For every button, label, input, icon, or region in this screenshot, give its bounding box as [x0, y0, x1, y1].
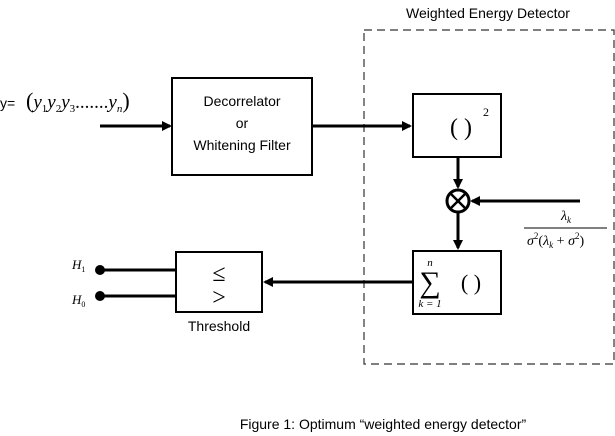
input-subn: n [117, 103, 123, 115]
input-sub3: 3 [70, 103, 76, 115]
input-prefix: y= [0, 95, 15, 111]
decorrelator-line3: Whitening Filter [193, 137, 291, 153]
detector-title: Weighted Energy Detector [406, 5, 570, 21]
detector-dashed-boundary [363, 29, 615, 365]
weight-numerator: λk [560, 209, 572, 225]
input-sub1: 1 [42, 103, 48, 115]
square-parens: ( ) [450, 115, 472, 141]
sum-upper-limit: n [427, 257, 433, 269]
threshold-label: Threshold [188, 318, 250, 334]
weight-denominator: σ2(λk + σ2) [527, 231, 584, 250]
square-block [412, 93, 502, 158]
input-sub2: 2 [56, 103, 62, 115]
h0-label: H0 [71, 292, 85, 309]
threshold-block [175, 251, 263, 313]
sum-symbol: ∑ [419, 266, 440, 299]
decorrelator-block [171, 77, 313, 176]
input-vector: (y1y2y3.......yn) [26, 88, 130, 115]
h1-terminal [95, 265, 105, 275]
h1-label: H1 [71, 257, 85, 274]
figure-caption: Figure 1: Optimum “weighted energy detec… [240, 416, 527, 432]
sum-parens: ( ) [461, 270, 481, 295]
decorrelator-line2: or [236, 115, 249, 131]
h0-terminal [95, 291, 105, 301]
threshold-symbol-bottom: > [212, 285, 226, 311]
input-close-paren: ) [122, 88, 129, 113]
threshold-symbol-top: ≤ [212, 261, 225, 287]
input-open-paren: ( [26, 88, 33, 113]
sum-block [412, 250, 502, 315]
decorrelator-line1: Decorrelator [203, 93, 280, 109]
sum-lower-limit: k = 1 [418, 298, 441, 310]
multiplier-icon [445, 188, 471, 214]
square-exponent: 2 [483, 105, 489, 119]
input-dots: ....... [75, 92, 108, 113]
